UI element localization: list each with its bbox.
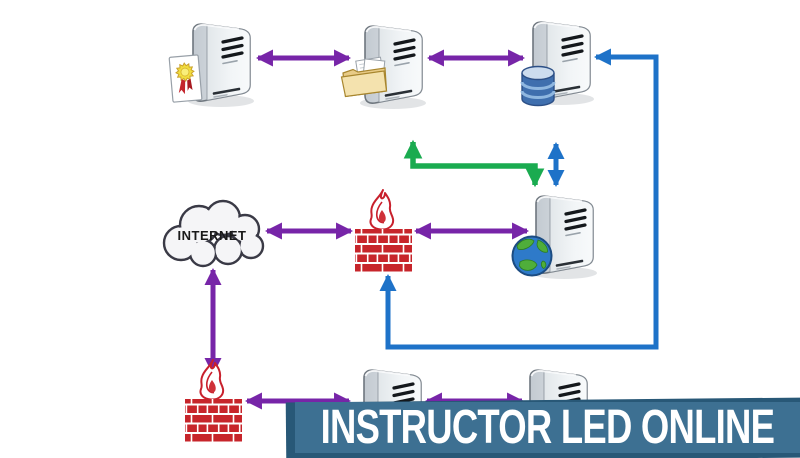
internet-label: INTERNET <box>178 228 247 243</box>
database-icon <box>516 62 560 110</box>
firewall-icon <box>351 188 416 274</box>
folder-icon <box>340 56 392 100</box>
firewall-outer <box>181 358 246 444</box>
internet-cloud: INTERNET <box>155 193 270 273</box>
banner-title: INSTRUCTOR LED ONLINE <box>320 400 775 454</box>
certificate-icon <box>166 52 208 106</box>
edge-dbserver-firewall-inner <box>379 48 659 350</box>
globe-icon <box>510 234 554 278</box>
edge-fileserver-webserver <box>403 139 545 188</box>
firewall-inner <box>351 188 416 274</box>
firewall-icon <box>181 358 246 444</box>
banner: INSTRUCTOR LED ONLINE <box>295 402 800 453</box>
